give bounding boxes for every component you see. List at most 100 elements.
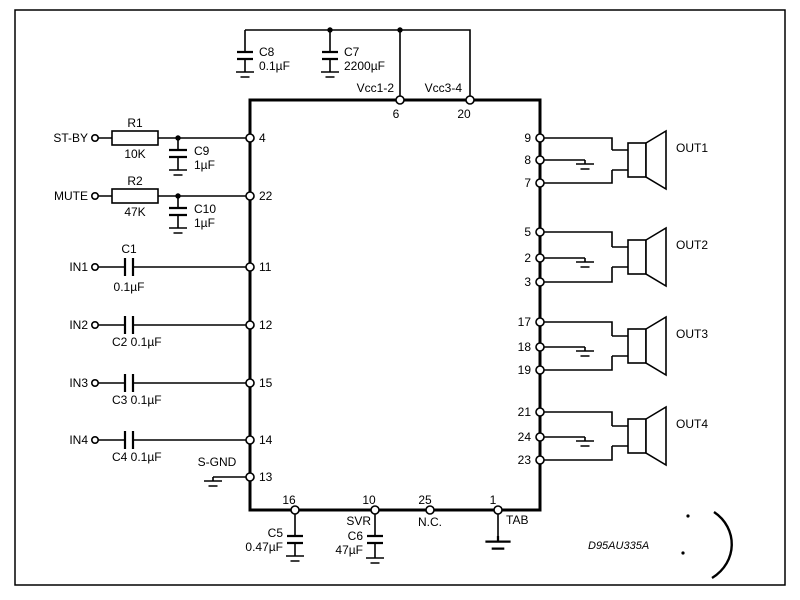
pin-13 — [245, 472, 255, 482]
r1-value-label: 10K — [124, 147, 145, 161]
resistor-r1-icon — [111, 130, 159, 146]
ground-icon — [203, 476, 223, 487]
pin18-number: 18 — [518, 340, 532, 354]
wire — [244, 29, 471, 96]
stby-terminal — [91, 134, 100, 143]
c9-ref-label: C9 — [194, 144, 210, 158]
page-curl-decoration — [711, 511, 733, 580]
speaker-out2-icon — [611, 227, 667, 287]
pin-2 — [535, 253, 545, 263]
mute-input-row: MUTE R2 47K C10 1µF 22 — [54, 174, 273, 234]
nc-pin-section: 25 N.C. — [418, 493, 442, 529]
pin-12 — [245, 320, 255, 330]
pin5-number: 5 — [524, 225, 531, 239]
pin19-number: 19 — [518, 363, 532, 377]
in4-input-row: IN4 C4 0.1µF 14 — [69, 431, 273, 464]
pin-1 — [493, 505, 503, 515]
pin11-number: 11 — [259, 260, 272, 274]
r1-ref-label: R1 — [127, 116, 143, 130]
pin21-number: 21 — [518, 405, 532, 419]
nc-label: N.C. — [418, 515, 442, 529]
svr-label: SVR — [346, 514, 371, 528]
c8-value-label: 0.1µF — [259, 59, 290, 73]
ground-icon — [320, 67, 340, 78]
pin6-number: 6 — [393, 107, 400, 121]
c6-ref-label: C6 — [348, 529, 364, 543]
mute-label: MUTE — [54, 189, 88, 203]
wire — [544, 411, 613, 461]
capacitor-c3-icon — [123, 374, 135, 392]
ic-outline — [248, 98, 542, 512]
pin12-number: 12 — [259, 318, 273, 332]
r2-value-label: 47K — [124, 205, 145, 219]
pin-18 — [535, 342, 545, 352]
pin-24 — [535, 432, 545, 442]
capacitor-c8-icon — [237, 50, 253, 61]
out2-label: OUT2 — [676, 238, 708, 252]
c7-ref-label: C7 — [344, 45, 360, 59]
capacitor-c9-icon — [169, 148, 187, 159]
pin4-number: 4 — [259, 131, 266, 145]
pin23-number: 23 — [518, 453, 532, 467]
output3-section: 17 18 19 OUT3 — [518, 315, 709, 377]
sgnd-label: S-GND — [198, 455, 237, 469]
capacitor-c5-icon — [287, 534, 303, 545]
ground-icon — [484, 534, 512, 550]
vcc12-label: Vcc1-2 — [357, 81, 395, 95]
junction-dot — [175, 135, 181, 141]
in3-terminal — [91, 378, 100, 387]
capacitor-c2-icon — [123, 316, 135, 334]
r2-ref-label: R2 — [127, 174, 143, 188]
capacitor-c4-icon — [123, 431, 135, 449]
pin20-number: 20 — [457, 107, 471, 121]
out4-label: OUT4 — [676, 417, 708, 431]
wire — [98, 195, 246, 224]
pin7-number: 7 — [524, 176, 531, 190]
tab-label: TAB — [506, 513, 528, 527]
output1-section: 9 8 7 OUT1 — [524, 130, 708, 190]
pin15-number: 15 — [259, 376, 273, 390]
pin-22 — [245, 191, 255, 201]
in3-input-row: IN3 C3 0.1µF 15 — [69, 374, 273, 407]
pin-6 — [395, 95, 405, 105]
ground-icon — [235, 67, 255, 78]
junction-dot — [175, 193, 181, 199]
c5-branch: 16 C5 0.47µF — [245, 493, 305, 562]
junction-dot — [397, 27, 403, 33]
pin-19 — [535, 365, 545, 375]
signal-ground-row: S-GND 13 — [198, 455, 273, 487]
in1-label: IN1 — [69, 260, 88, 274]
pin-23 — [535, 455, 545, 465]
pin-15 — [245, 378, 255, 388]
stby-label: ST-BY — [53, 131, 88, 145]
in2-input-row: IN2 C2 0.1µF 12 — [69, 316, 273, 349]
pin-16 — [290, 505, 300, 515]
pin17-number: 17 — [518, 315, 532, 329]
wire — [544, 321, 613, 371]
pin-5 — [535, 227, 545, 237]
in1-terminal — [91, 262, 100, 271]
resistor-r2-icon — [111, 188, 159, 204]
c5-ref-label: C5 — [268, 526, 284, 540]
figure-border — [14, 9, 786, 586]
capacitor-c10-icon — [169, 206, 187, 217]
ground-icon — [168, 165, 188, 176]
c10-ref-label: C10 — [194, 202, 216, 216]
ground-icon — [575, 159, 595, 170]
in2-terminal — [91, 320, 100, 329]
speaker-out4-icon — [611, 406, 667, 466]
pin9-number: 9 — [524, 131, 531, 145]
pin-9 — [535, 133, 545, 143]
pin-3 — [535, 277, 545, 287]
c5-value-label: 0.47µF — [245, 540, 283, 554]
pin1-number: 1 — [490, 493, 497, 507]
pin-11 — [245, 262, 255, 272]
output4-section: 21 24 23 OUT4 — [518, 405, 709, 467]
pin-17 — [535, 317, 545, 327]
pin25-number: 25 — [418, 493, 432, 507]
figure-annotations: D95AU335A — [588, 511, 733, 580]
pin-7 — [535, 178, 545, 188]
c8-ref-label: C8 — [259, 45, 275, 59]
